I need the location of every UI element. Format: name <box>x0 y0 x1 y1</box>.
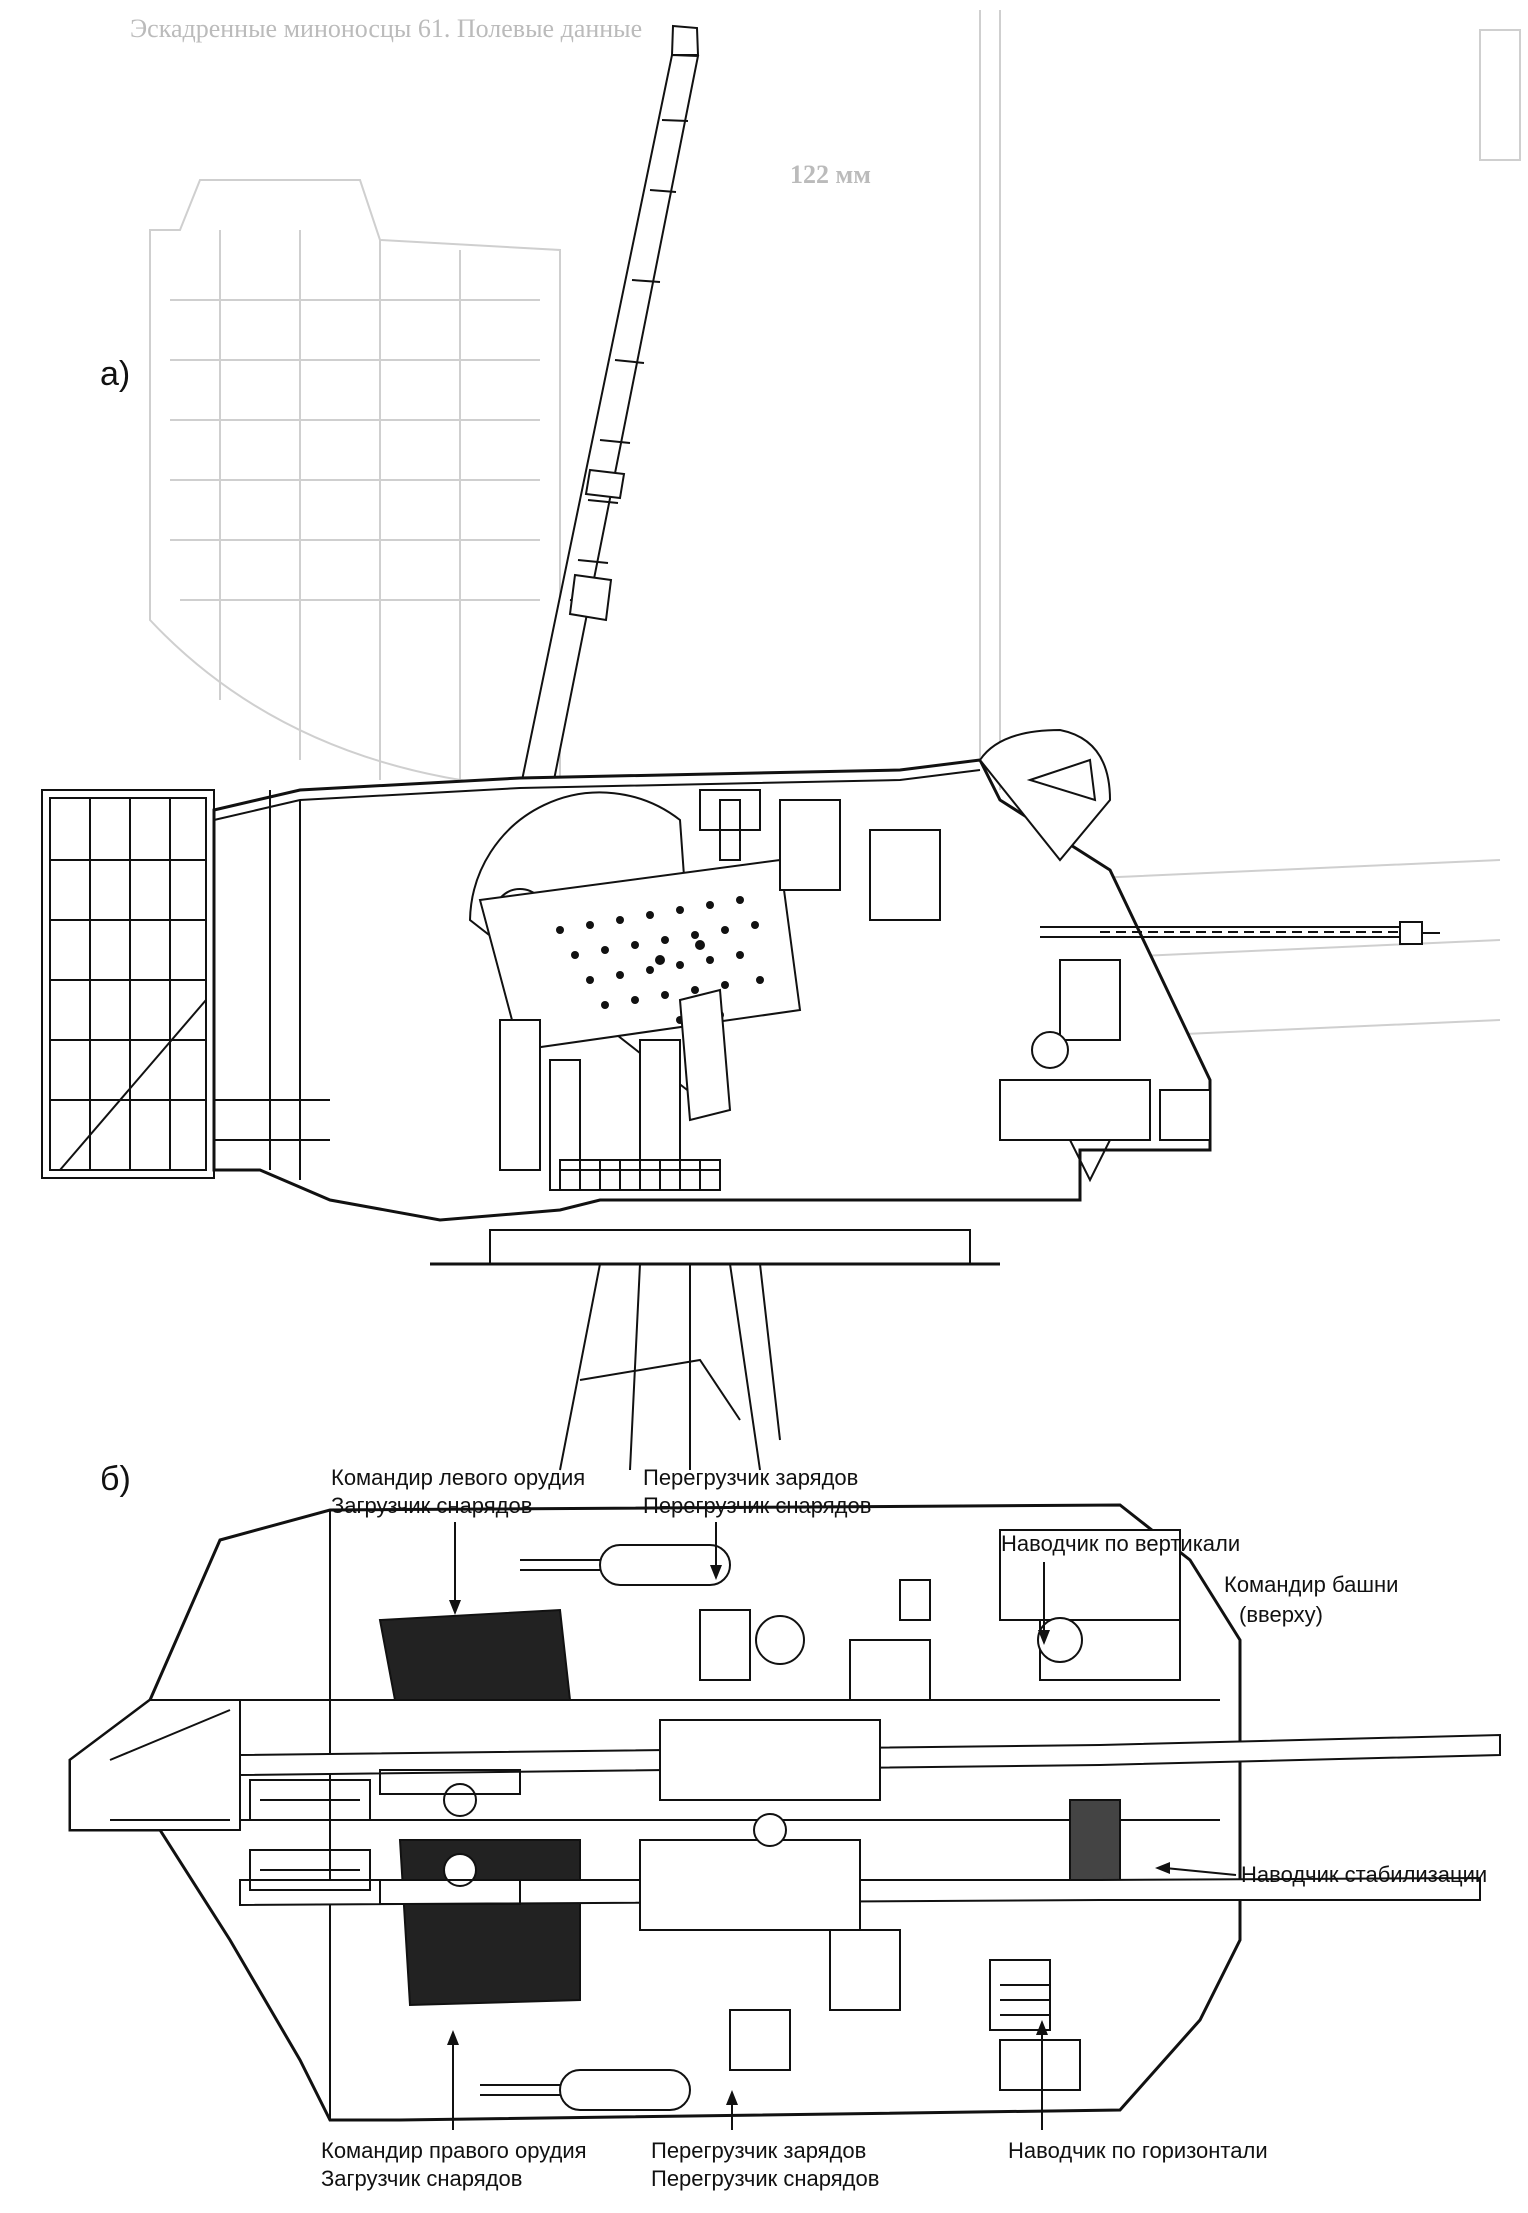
twin-barrels <box>239 1719 1501 1931</box>
label-shell-transfer-top: Перегрузчик снарядов <box>643 1493 872 1518</box>
sight-rod <box>1040 921 1440 945</box>
label-right-gun-commander: Командир правого орудия <box>321 2138 587 2163</box>
shell-stack-left <box>378 1608 572 1701</box>
label-charge-transfer-top: Перегрузчик зарядов <box>643 1465 859 1490</box>
label-shell-transfer-bottom: Перегрузчик снарядов <box>651 2166 880 2191</box>
gun-barrel <box>518 24 700 802</box>
faded-caption: Эскадренные миноносцы 61. Полевые данные <box>130 14 643 43</box>
label-left-shell-loader: Загрузчик снарядов <box>331 1493 533 1518</box>
label-right-shell-loader: Загрузчик снарядов <box>321 2166 523 2191</box>
label-vertical-gunner: Наводчик по вертикали <box>1001 1531 1241 1556</box>
turret-housing <box>212 728 1212 1222</box>
label-horizontal-gunner: Наводчик по горизонтали <box>1008 2138 1268 2163</box>
shell-stack-right <box>398 1839 581 2007</box>
turret-base <box>430 1229 1000 1471</box>
label-stabilization-gunner: Наводчик стабилизации <box>1241 1862 1488 1887</box>
label-left-gun-commander: Командир левого орудия <box>331 1465 586 1490</box>
ammo-rack-left <box>41 789 215 1179</box>
label-charge-transfer-bottom: Перегрузчик зарядов <box>651 2138 867 2163</box>
leader-lines <box>447 1522 1237 2130</box>
plan-view-b <box>68 1503 1501 2122</box>
faded-section-title: 122 мм <box>790 160 871 189</box>
panel-label-a: а) <box>100 355 131 393</box>
cradle-detail <box>249 1769 787 1905</box>
side-view-a <box>41 24 1440 1471</box>
panel-label-b: б) <box>100 1460 131 1498</box>
label-turret-commander-note: (вверху) <box>1239 1602 1324 1627</box>
stabilizer-block <box>1069 1799 1121 1881</box>
label-turret-commander: Командир башни <box>1224 1572 1399 1597</box>
